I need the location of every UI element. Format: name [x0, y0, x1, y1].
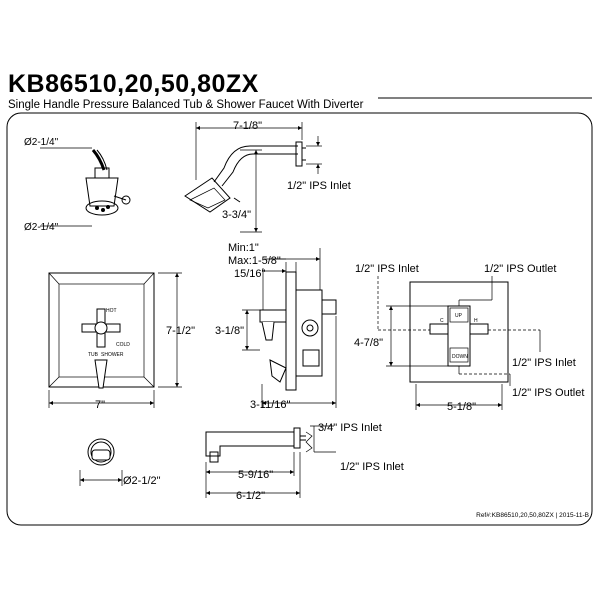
showerhead-front-view: [40, 147, 131, 227]
valve-max-depth: Max:1-5/8": [228, 255, 281, 267]
trim-label-shower: SHOWER: [101, 352, 124, 358]
trim-plate-width: 7": [95, 399, 105, 411]
rough-label-up: UP: [455, 313, 463, 319]
tub-spout-inlet-top: 3/4" IPS Inlet: [318, 422, 382, 434]
shower-arm-length: 7-1/8": [233, 120, 262, 132]
shower-arm-drop: 3-3/4": [222, 209, 251, 221]
rough-label-h: H: [474, 318, 478, 324]
spout-front-view: [79, 438, 123, 486]
rough-inlet-right: 1/2" IPS Inlet: [512, 357, 576, 369]
trim-plate-front-view: [48, 272, 182, 408]
rough-label-c: C: [440, 318, 444, 324]
rough-inlet-left: 1/2" IPS Inlet: [355, 263, 419, 275]
tub-spout-reach: 5-9/16": [238, 469, 273, 481]
rough-height: 4-7/8": [354, 337, 383, 349]
shower-arm-inlet: 1/2" IPS Inlet: [287, 180, 351, 192]
page-title: KB86510,20,50,80ZX: [8, 70, 259, 98]
tub-spout-inlet-bottom: 1/2" IPS Inlet: [340, 461, 404, 473]
shower-arm-side-view: [184, 122, 322, 233]
tub-spout-overall: 6-1/2": [236, 490, 265, 502]
rough-outlet-bottom: 1/2" IPS Outlet: [512, 387, 584, 399]
trim-label-cold: COLD: [116, 342, 130, 348]
rough-width: 5-1/8": [447, 401, 476, 413]
tub-spout-side-view: [205, 425, 336, 498]
trim-plate-height: 7-1/2": [166, 325, 195, 337]
valve-side-view: [242, 248, 337, 408]
page-subtitle: Single Handle Pressure Balanced Tub & Sh…: [8, 99, 364, 111]
rough-outlet-top: 1/2" IPS Outlet: [484, 263, 556, 275]
rough-label-down: DOWN: [452, 354, 468, 360]
showerhead-bottom-diameter: Ø2-1/4": [24, 222, 59, 233]
trim-label-tub: TUB: [88, 352, 99, 358]
trim-label-hot: HOT: [106, 308, 117, 314]
valve-depth: 15/16": [234, 268, 266, 280]
rough-in-front-view: [377, 276, 541, 410]
showerhead-top-diameter: Ø2-1/4": [24, 137, 59, 148]
valve-projection: 3-11/16": [250, 399, 290, 411]
valve-min-depth: Min:1": [228, 242, 259, 254]
drawing-frame: [6, 112, 593, 526]
reference-number: Ref#:KB86510,20,50,80ZX | 2015-11-B: [476, 512, 589, 519]
valve-height: 3-1/8": [215, 325, 244, 337]
spout-front-diameter: Ø2-1/2": [123, 475, 161, 487]
